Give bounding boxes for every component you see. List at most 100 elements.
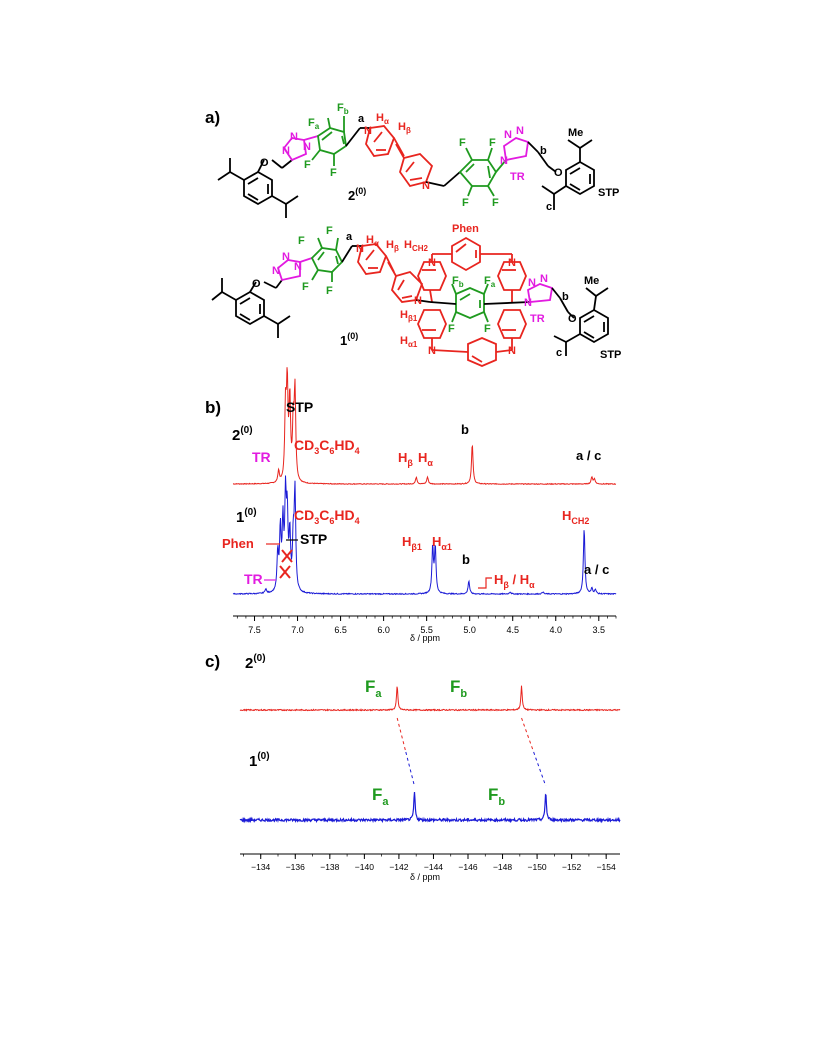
tick-label: 4.0 [549, 625, 562, 635]
atom-tr: TR [510, 171, 525, 183]
compound-1-labels: N N N O F F F F a N Hα Hβ N Phen HCH2 N … [252, 223, 621, 361]
label-fa: Fa [372, 785, 389, 808]
label-stp: STP [300, 531, 327, 547]
structure-compound-1 [211, 236, 609, 367]
atom-f: F [330, 167, 337, 179]
atom-n: N [540, 273, 548, 285]
atom-h-beta1: Hβ1 [400, 309, 418, 323]
atom-n: N [422, 180, 430, 192]
atom-n: N [364, 125, 372, 137]
spectrum-trace-1 [239, 791, 621, 824]
atom-n: N [508, 257, 516, 269]
label-a-c: a / c [576, 448, 601, 463]
atom-o: O [568, 313, 577, 325]
shift-connector [396, 717, 407, 753]
atom-n: N [428, 345, 436, 357]
nmr-19f-spectra [239, 685, 621, 824]
trace-2-label: 2(0) [245, 653, 266, 672]
atom-f: F [459, 137, 466, 149]
atom-o: O [252, 278, 261, 290]
cross-marks [279, 549, 293, 579]
atom-fb: Fb [337, 102, 349, 116]
shift-connector [521, 717, 535, 753]
atom-f: F [298, 235, 305, 247]
tick-label: −142 [389, 862, 408, 872]
label-fa: Fa [365, 677, 382, 700]
atom-phen: Phen [452, 223, 479, 235]
label-tr: TR [252, 449, 271, 465]
label-b: b [461, 422, 469, 437]
spectrum-trace-2 [232, 367, 617, 486]
atom-n: N [414, 295, 422, 307]
tick-label: 7.5 [248, 625, 261, 635]
label-h-beta1: Hβ1 [402, 534, 422, 552]
atom-f: F [326, 285, 333, 297]
panel-b: b) 2(0) STP CD3C6HD4 TR Hβ Hα b a / c 1(… [205, 367, 617, 643]
x-axis-label: δ / ppm [410, 633, 440, 643]
label-h-alpha: Hα [418, 450, 433, 468]
leader-line [478, 577, 492, 589]
atom-h-alpha: Hα [376, 112, 389, 126]
label-solvent: CD3C6HD4 [294, 507, 360, 526]
atom-label-b: b [540, 145, 547, 157]
atom-o: O [260, 157, 269, 169]
atom-label-b: b [562, 291, 569, 303]
tick-label: −144 [424, 862, 443, 872]
tick-label: −138 [320, 862, 339, 872]
tick-label: 3.5 [593, 625, 606, 635]
atom-n: N [290, 131, 298, 143]
atom-f: F [448, 323, 455, 335]
shift-connector [533, 751, 547, 787]
atom-n: N [524, 297, 532, 309]
atom-label-c: c [546, 201, 552, 213]
atom-n: N [504, 129, 512, 141]
atom-f: F [462, 197, 469, 209]
tick-label: −136 [286, 862, 305, 872]
x-axis-19f: −134−136−138−140−142−144−146−148−150−152… [240, 853, 620, 872]
atom-fb: Fb [452, 275, 464, 289]
atom-f: F [326, 225, 333, 237]
panel-a: a) [205, 102, 621, 367]
atom-h-beta: Hβ [386, 239, 399, 253]
tick-label: −150 [528, 862, 547, 872]
atom-stp: STP [600, 349, 621, 361]
atom-me: Me [584, 275, 599, 287]
tick-label: 6.0 [377, 625, 390, 635]
atom-label-c: c [556, 347, 562, 359]
atom-fa: Fa [308, 117, 320, 131]
tick-label: −152 [562, 862, 581, 872]
atom-n: N [294, 261, 302, 273]
spectrum-trace-1 [232, 475, 617, 596]
tick-label: −140 [355, 862, 374, 872]
atom-tr: TR [530, 313, 545, 325]
atom-n: N [500, 155, 508, 167]
tick-label: −134 [251, 862, 270, 872]
atom-h-alpha: Hα [366, 234, 379, 248]
atom-n: N [516, 125, 524, 137]
tick-label: 5.0 [463, 625, 476, 635]
tick-label: 7.0 [291, 625, 304, 635]
atom-f: F [484, 323, 491, 335]
atom-o: O [554, 167, 563, 179]
panel-a-letter: a) [205, 108, 220, 127]
label-a-c: a / c [584, 562, 609, 577]
atom-f: F [304, 159, 311, 171]
atom-n: N [428, 257, 436, 269]
structure-compound-2 [217, 116, 595, 218]
atom-n: N [303, 141, 311, 153]
tick-label: 6.5 [334, 625, 347, 635]
label-h-beta: Hβ [398, 450, 413, 468]
atom-n: N [282, 251, 290, 263]
compound-1-label: 1(0) [340, 331, 358, 348]
compound-2-labels: N N N O Fa Fb F F a N Hα Hβ N F F F F N … [260, 102, 619, 213]
atom-label-a: a [358, 113, 365, 125]
atom-n: N [272, 265, 280, 277]
spectrum-trace-2 [239, 685, 621, 712]
label-phen: Phen [222, 536, 254, 551]
atom-h-ch2: HCH2 [404, 239, 429, 253]
x-axis-label: δ / ppm [410, 872, 440, 882]
label-fb: Fb [450, 677, 467, 700]
label-hb-ha: Hβ / Hα [494, 572, 535, 590]
trace-1-label: 1(0) [249, 751, 270, 770]
